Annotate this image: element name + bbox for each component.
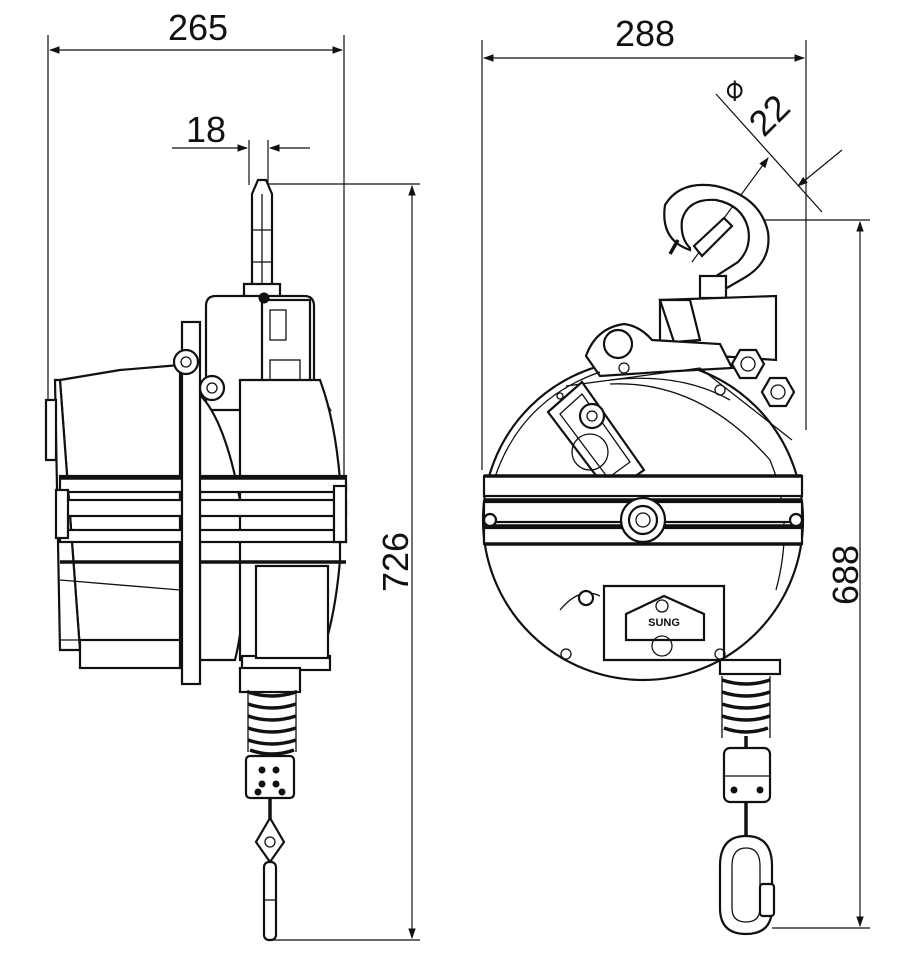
dimension-288: 288 — [615, 13, 675, 54]
dimension-726: 726 — [375, 532, 416, 592]
left-view-dimensions: 265 18 726 — [47, 7, 420, 941]
band-bottom — [58, 528, 348, 544]
dimension-18: 18 — [186, 109, 226, 150]
bolt-upper — [172, 348, 200, 376]
dimension-265: 265 — [168, 7, 228, 48]
cable-stopper-front — [722, 746, 772, 804]
bolt-lower — [198, 374, 226, 402]
snap-hook-side — [254, 815, 286, 864]
band-top — [58, 474, 348, 494]
nameplate-text: SUNG — [648, 617, 680, 629]
cable-stopper — [244, 754, 296, 800]
cable-spring — [247, 690, 297, 756]
side-view-balancer — [44, 178, 348, 942]
dimension-688: 688 — [825, 545, 866, 605]
front-view-balancer: SUNG — [481, 183, 805, 936]
hook-swivel — [698, 274, 728, 300]
nameplate — [624, 594, 706, 642]
cable-spring-front — [721, 676, 771, 738]
tension-window — [546, 380, 646, 496]
band-front — [482, 474, 804, 498]
hex-bolt-lower — [760, 376, 796, 408]
side-plate — [180, 320, 202, 686]
hex-bolt-upper — [730, 348, 766, 380]
diameter-symbol: ⌀ — [715, 71, 751, 107]
